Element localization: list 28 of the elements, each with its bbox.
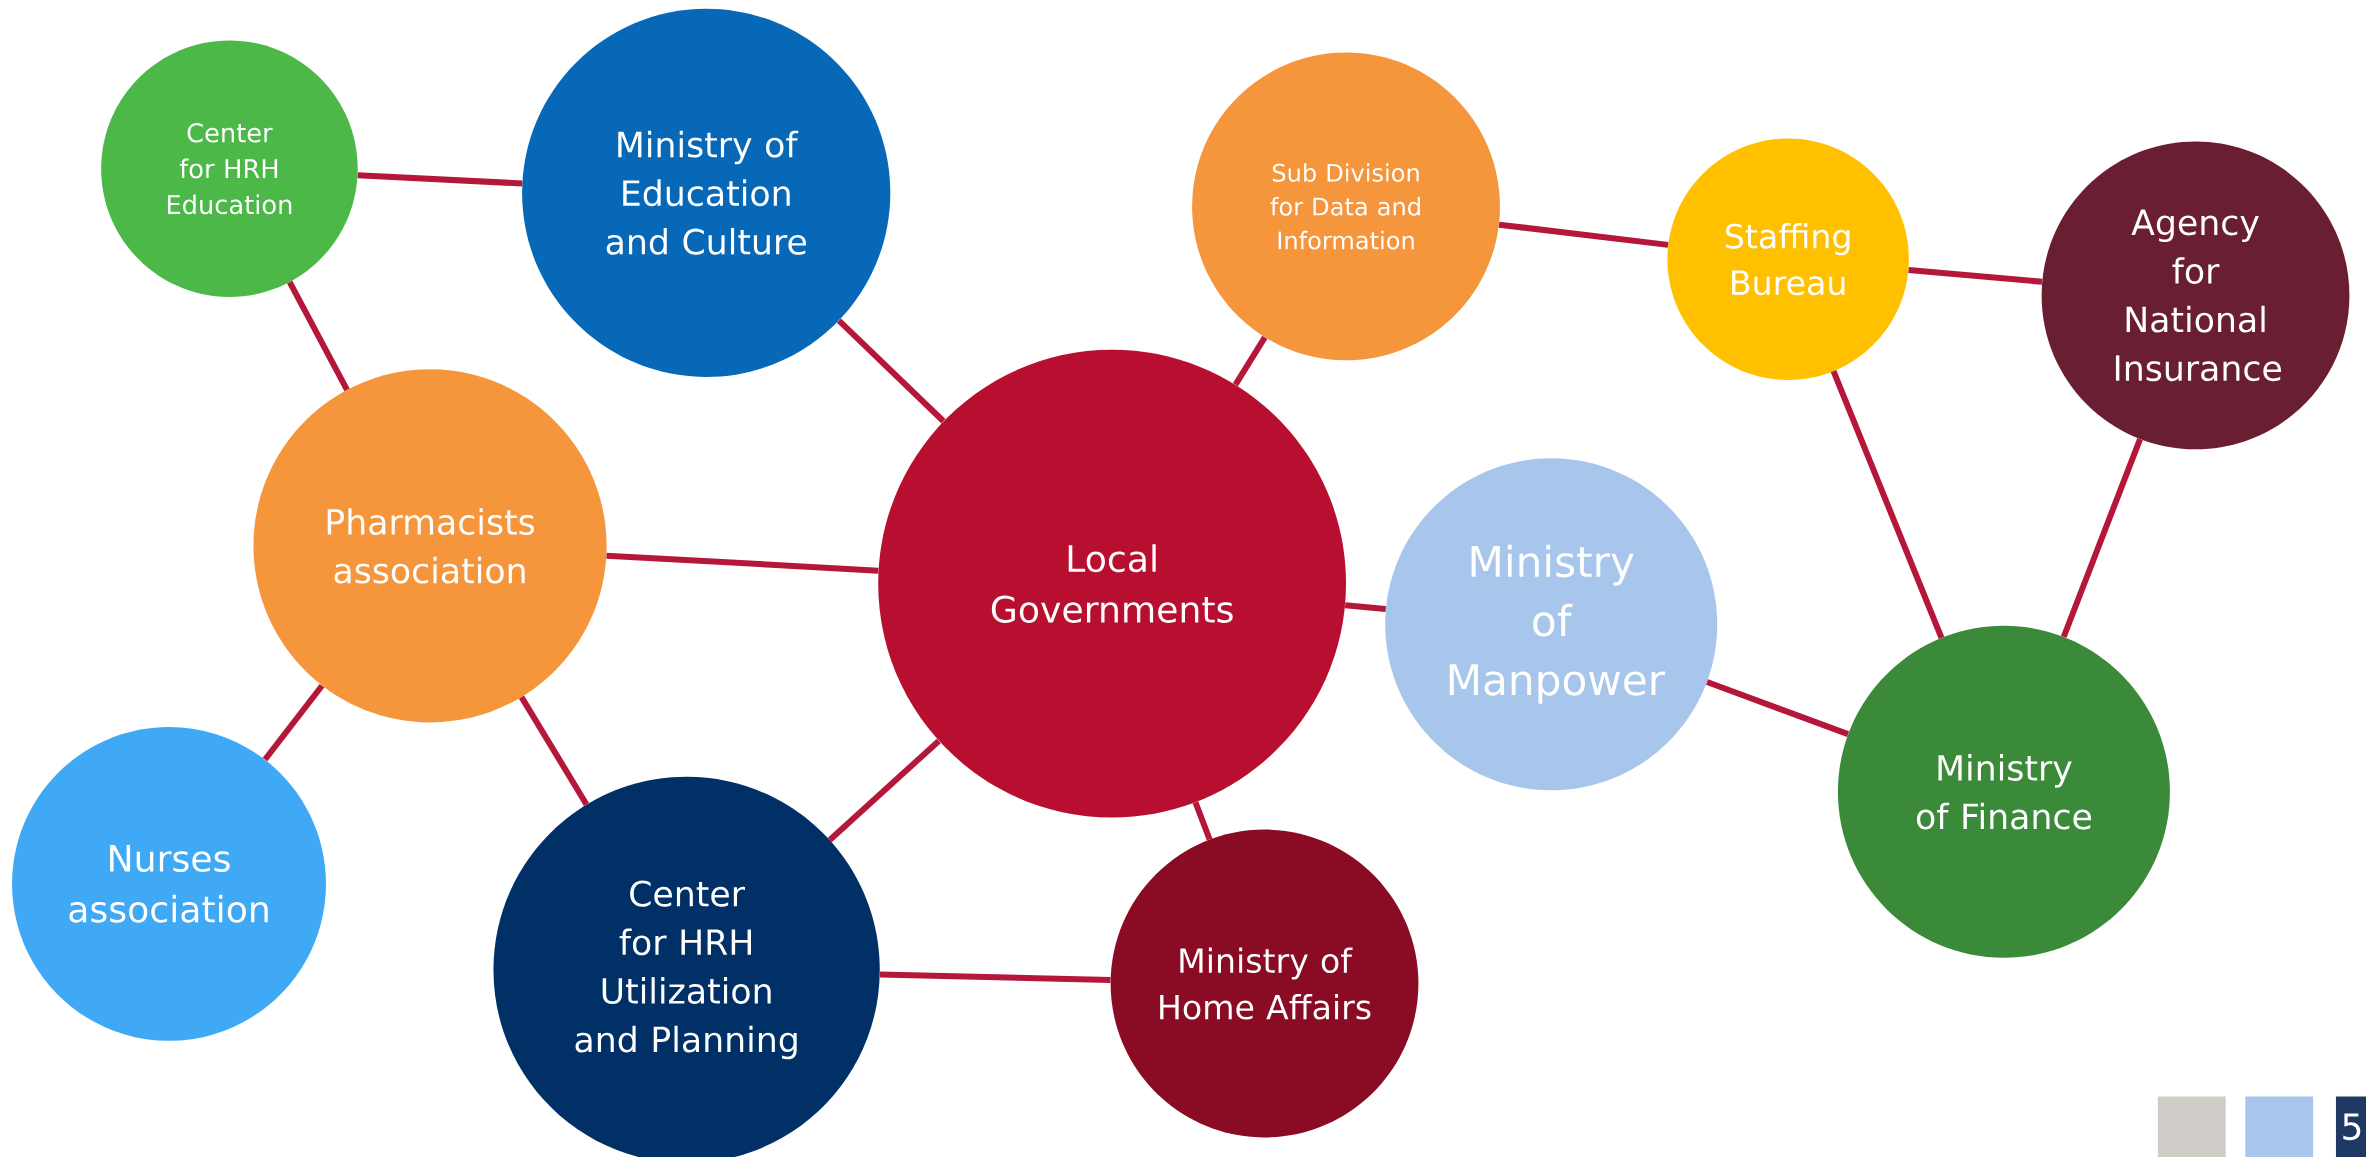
- connector-line: [1830, 370, 1945, 639]
- circle-node: Ministry of Manpower: [1385, 458, 1718, 791]
- page-number: 5: [2335, 1096, 2366, 1157]
- connector-line: [518, 695, 590, 807]
- connector-line: [1498, 221, 1669, 248]
- connector-line: [836, 318, 946, 424]
- circle-node: Pharmacists association: [253, 369, 607, 723]
- connector-line: [1344, 602, 1386, 612]
- circle-node: Ministry of Education and Culture: [522, 8, 891, 377]
- connector-line: [287, 280, 350, 392]
- circle-node: Local Governments: [878, 349, 1346, 818]
- connector-line: [879, 971, 1111, 983]
- connector-line: [1192, 801, 1213, 841]
- circle-node: Nurses association: [12, 726, 326, 1041]
- circle-node: Agency for National Insurance: [2041, 141, 2350, 450]
- circle-node: Ministry of Home Affairs: [1110, 829, 1419, 1138]
- connector-line: [606, 552, 879, 574]
- connector-line: [1908, 266, 2043, 285]
- circle-node: Center for HRH Education: [101, 40, 358, 297]
- circle-node: Staffing Bureau: [1667, 138, 1909, 380]
- connector-line: [357, 172, 523, 187]
- connector-line: [1706, 679, 1850, 737]
- connector-line: [827, 738, 941, 843]
- connector-line: [1232, 335, 1268, 387]
- circle-node: Sub Division for Data and Information: [1192, 52, 1500, 361]
- connector-line: [262, 683, 325, 762]
- circle-node: Ministry of Finance: [1837, 625, 2170, 958]
- connector-line: [2060, 438, 2143, 638]
